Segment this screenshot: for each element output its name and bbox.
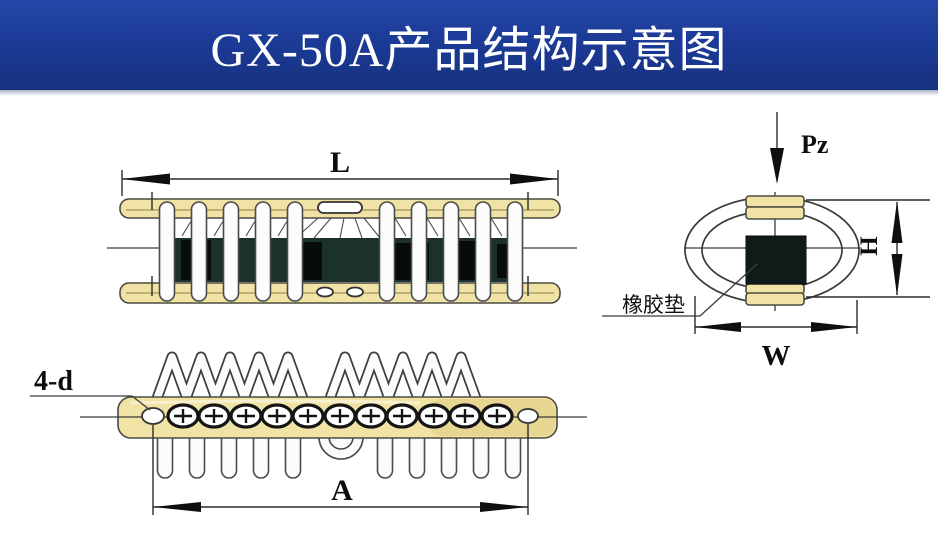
load-arrow-Pz: Pz [770, 112, 828, 184]
dim-A: A [152, 424, 529, 515]
dim-A-label: A [331, 474, 353, 507]
clamp-screws [166, 403, 514, 429]
banner-shadow [0, 90, 938, 96]
dim-L-label: L [330, 146, 350, 179]
clamp-plate-top [745, 195, 805, 208]
dim-H-label: H [856, 236, 883, 256]
arrow-right [510, 173, 558, 185]
plate-hole [316, 286, 334, 298]
arrow-left [122, 173, 170, 185]
dim-W: W [694, 296, 858, 372]
plate-slot [317, 201, 363, 214]
dim-L: L [121, 146, 559, 196]
dim-H: H [806, 199, 930, 298]
rubber-pad-callout: 橡胶垫 [602, 263, 758, 317]
title-banner: GX-50A产品结构示意图 [0, 0, 938, 90]
top-view: 4-d A [30, 351, 587, 515]
rubber-pad-label: 橡胶垫 [622, 293, 685, 317]
clamp-plate-bottom [745, 292, 805, 306]
load-label: Pz [801, 130, 828, 159]
wire-rope-tubes [158, 201, 524, 302]
mount-hole-left [141, 407, 165, 425]
clamp-plate-top [745, 206, 805, 220]
side-view: L [107, 146, 577, 304]
plate-hole [346, 286, 364, 298]
page-title: GX-50A产品结构示意图 [210, 24, 728, 77]
end-view: Pz H [602, 112, 930, 372]
hole-callout: 4-d [30, 366, 151, 411]
rope-coils-top [149, 351, 484, 410]
mount-hole-right [517, 408, 539, 424]
dim-holes-label: 4-d [34, 366, 73, 397]
dim-W-label: W [762, 340, 791, 372]
rubber-pad-block [745, 235, 807, 285]
